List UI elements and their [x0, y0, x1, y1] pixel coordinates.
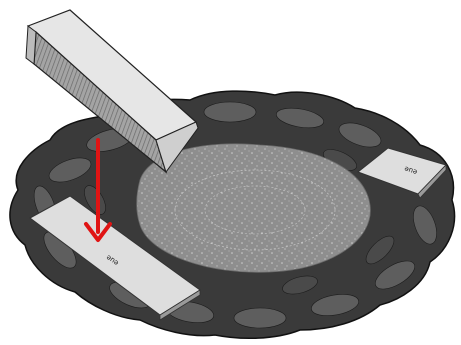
angle-beam	[25, 9, 199, 174]
mat-center	[136, 143, 371, 273]
beam-end-cap	[25, 25, 37, 65]
beam-flange	[155, 121, 199, 174]
red-down-arrow-icon	[84, 138, 112, 242]
label-strip-left: ənə	[29, 195, 201, 321]
label-strip-right: ənə	[356, 147, 447, 199]
label-strip-right-text: ənə	[403, 164, 418, 176]
